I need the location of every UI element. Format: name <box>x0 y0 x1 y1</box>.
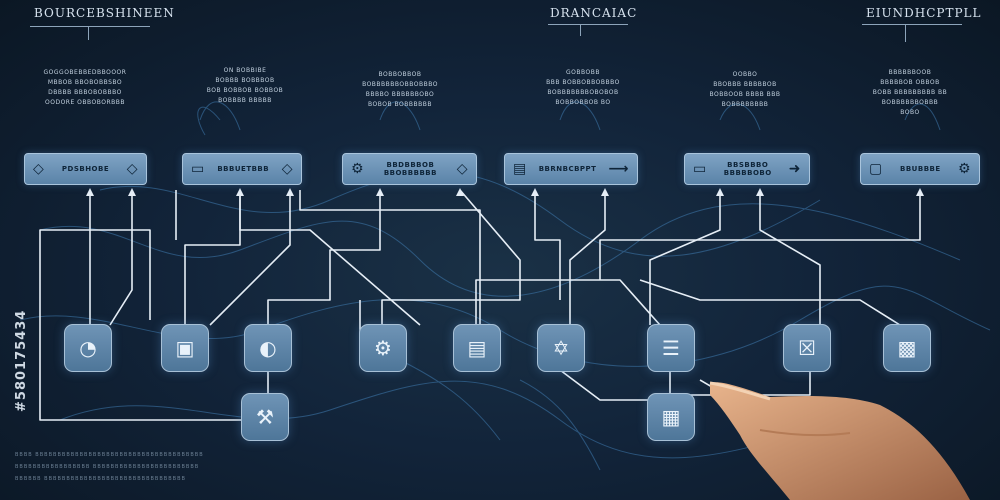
document-icon: ▤ <box>513 161 527 177</box>
caption-3: BOBBOBBOB BOBBBBBBOBBOBBBO BBBBO BBBBBBO… <box>362 71 438 108</box>
header-left-tick <box>88 26 89 40</box>
network-icon: ✡ <box>552 336 570 360</box>
node-gauge[interactable]: ◐ <box>244 324 292 372</box>
monitor-icon: ▣ <box>175 336 195 360</box>
process-card-label: BBRNBCBPPT <box>538 165 597 173</box>
process-card-4[interactable]: ▤ BBRNBCBPPT ⟶ <box>504 153 638 185</box>
grid-icon: ▦ <box>661 405 681 429</box>
caption-5: OOBBO BBOBBB BBBBBOB BOBBOOB BBBB BBB BO… <box>709 71 781 108</box>
node-document-list[interactable]: ☰ <box>647 324 695 372</box>
process-card-2[interactable]: ▭ BBBUETBBB ◇ <box>182 153 302 185</box>
document-icon: ▤ <box>467 336 487 360</box>
caption-1: GOGGOBEBBEDBBOOOR MBBOB BBOBOBBSBO DBBBB… <box>43 69 127 106</box>
header-center-tick <box>580 24 581 36</box>
gear-icon: ⚙ <box>957 161 971 177</box>
document-list-icon: ☰ <box>662 336 680 360</box>
process-card-label: BBDBBBOB BBOBBBBBB <box>383 161 437 177</box>
node-gear[interactable]: ⚙ <box>359 324 407 372</box>
node-close-box[interactable]: ☒ <box>783 324 831 372</box>
process-card-6[interactable]: ▢ BBUBBBE ⚙ <box>860 153 980 185</box>
box-icon: ▢ <box>869 161 883 177</box>
footer-text-line: BBBBBB BBBBBBBBBBBBBBBBBBBBBBBBBBBBBBBB <box>15 476 186 482</box>
footer-text-line: BBBB BBBBBBBBBBBBBBBBBBBBBBBBBBBBBBBBBBB… <box>15 452 204 458</box>
pointing-hand-illustration <box>709 381 970 500</box>
caption-2: ON BOBBIBE BOBBB BOBBBOB BOB BOBBOB BOBB… <box>206 67 284 104</box>
gauge-icon: ◐ <box>259 336 277 360</box>
screen-icon: ▭ <box>693 161 707 177</box>
node-document[interactable]: ▤ <box>453 324 501 372</box>
header-right: EIUNDHCPTPLL <box>866 6 982 20</box>
flow-lines <box>39 189 921 421</box>
tools-icon: ⚒ <box>256 405 274 429</box>
diamond-outline-icon: ◇ <box>456 161 468 177</box>
process-card-3[interactable]: ⚙ BBDBBBOB BBOBBBBBB ◇ <box>342 153 477 185</box>
chart-bar-icon: ▩ <box>897 336 917 360</box>
close-box-icon: ☒ <box>798 336 816 360</box>
gear-icon: ⚙ <box>374 336 392 360</box>
stock-watermark-id: #580175434 <box>14 309 29 412</box>
diamond-outline-icon: ◇ <box>126 161 138 177</box>
header-left: BOURCEBSHINEEN <box>34 6 175 20</box>
diamond-outline-icon: ◇ <box>281 161 293 177</box>
node-network[interactable]: ✡ <box>537 324 585 372</box>
node-grid[interactable]: ▦ <box>647 393 695 441</box>
node-tools[interactable]: ⚒ <box>241 393 289 441</box>
header-center-underline <box>548 24 628 25</box>
arrowheads <box>86 188 924 196</box>
arrow-right-icon: ➜ <box>788 161 801 177</box>
header-right-underline <box>862 24 962 25</box>
process-card-5[interactable]: ▭ BBSBBBO BBBBBOBO ➜ <box>684 153 810 185</box>
header-left-underline <box>30 26 150 27</box>
header-right-tick <box>905 24 906 42</box>
chart-circle-icon: ◔ <box>79 336 97 360</box>
caption-6: BBBBBBOOB BBBBBOB OBBOB BOBB BBBBBBBBB B… <box>872 69 948 116</box>
process-card-1[interactable]: ◇ PDSBHOBE ◇ <box>24 153 147 185</box>
monitor-icon: ▭ <box>191 161 205 177</box>
header-center: DRANCAIAC <box>550 6 638 20</box>
node-chart-bar[interactable]: ▩ <box>883 324 931 372</box>
arrow-right-icon: ⟶ <box>608 161 629 177</box>
gear-icon: ⚙ <box>351 161 365 177</box>
process-card-label: BBSBBBO BBBBBOBO <box>723 161 772 177</box>
footer-text-line: BBBBBBBBBBBBBBBBB BBBBBBBBBBBBBBBBBBBBBB… <box>15 464 200 470</box>
node-monitor[interactable]: ▣ <box>161 324 209 372</box>
diamond-outline-icon: ◇ <box>33 161 45 177</box>
process-card-label: PDSBHOBE <box>61 165 110 173</box>
caption-4: GOBBOBB BBB BOBBOBBOBBBO BOBBBBBBBOBOBOB… <box>546 69 620 106</box>
process-card-label: BBBUETBBB <box>217 165 270 173</box>
node-chart-circle[interactable]: ◔ <box>64 324 112 372</box>
process-card-label: BBUBBBE <box>900 165 941 173</box>
